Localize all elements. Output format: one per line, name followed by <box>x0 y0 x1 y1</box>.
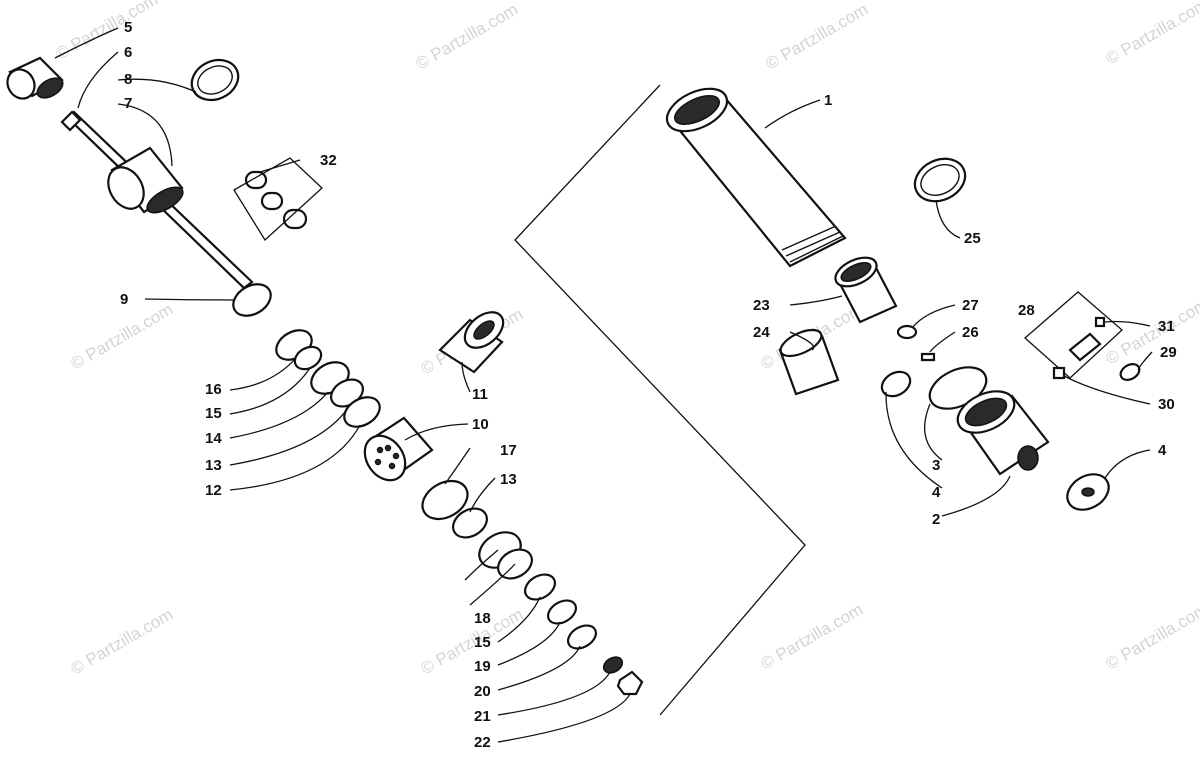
callout-22: 22 <box>474 734 491 751</box>
callout-29: 29 <box>1160 344 1177 361</box>
valve-washer-stack <box>275 329 381 428</box>
callout-4: 4 <box>932 484 941 501</box>
callout-2: 2 <box>932 511 940 528</box>
callout-17: 17 <box>500 442 517 459</box>
watermark: © Partzilla.com <box>1103 0 1200 68</box>
callout-15: 15 <box>205 405 222 422</box>
callout-15: 15 <box>474 634 491 651</box>
callout-12: 12 <box>205 482 222 499</box>
callout-7: 7 <box>124 95 132 112</box>
watermark: © Partzilla.com <box>758 600 867 674</box>
part-5-eye-cap <box>6 56 64 100</box>
callout-3: 3 <box>932 457 940 474</box>
watermark: © Partzilla.com <box>418 605 527 679</box>
callout-21: 21 <box>474 708 491 725</box>
callout-1: 1 <box>824 92 832 109</box>
part-8-o-ring <box>190 58 240 102</box>
callout-8: 8 <box>124 71 132 88</box>
callout-16: 16 <box>205 381 222 398</box>
callout-6: 6 <box>124 44 132 61</box>
shaft-assembly <box>6 56 323 317</box>
callout-32: 32 <box>320 152 337 169</box>
assembly-bracket <box>514 84 806 716</box>
part-10-piston <box>363 416 434 482</box>
callout-9: 9 <box>120 291 128 308</box>
callout-19: 19 <box>474 658 491 675</box>
part-32-bushings <box>233 157 323 242</box>
callout-25: 25 <box>964 230 981 247</box>
watermark: © Partzilla.com <box>1103 295 1200 369</box>
part-7-rod-guide <box>107 146 184 214</box>
callout-14: 14 <box>205 430 222 447</box>
callout-31: 31 <box>1158 318 1175 335</box>
callout-5: 5 <box>124 19 132 36</box>
part-9-washer <box>232 283 272 317</box>
callout-labels: 1 2 3 4 4 5 6 7 8 9 10 11 12 13 13 14 15… <box>120 19 1177 751</box>
part-28-air-valve-assembly <box>1024 291 1141 381</box>
watermark: © Partzilla.com <box>68 605 177 679</box>
watermark: © Partzilla.com <box>1103 600 1200 674</box>
callout-24: 24 <box>753 324 770 341</box>
callout-4: 4 <box>1158 442 1167 459</box>
callout-27: 27 <box>962 297 979 314</box>
part-25-o-ring <box>913 157 967 203</box>
callout-10: 10 <box>472 416 489 433</box>
callout-13: 13 <box>205 457 222 474</box>
callout-18: 18 <box>474 610 491 627</box>
part-24-split-ring <box>778 328 840 396</box>
part-23-bearing <box>834 256 898 324</box>
watermark: © Partzilla.com <box>413 0 522 73</box>
watermark: © Partzilla.com <box>53 0 162 63</box>
callout-23: 23 <box>753 297 770 314</box>
part-1-cylinder-tube <box>665 87 847 268</box>
callout-20: 20 <box>474 683 491 700</box>
leader-lines <box>54 27 1153 743</box>
callout-11: 11 <box>472 386 488 403</box>
part-2-reservoir-body <box>956 390 1050 476</box>
part-26-screw <box>920 352 936 362</box>
part-22-nut <box>616 670 644 696</box>
callout-30: 30 <box>1158 396 1175 413</box>
watermarks: © Partzilla.com © Partzilla.com © Partzi… <box>53 0 1200 678</box>
part-4-washer <box>880 370 912 398</box>
part-27-washer <box>896 324 918 340</box>
watermark: © Partzilla.com <box>763 0 872 73</box>
part-11-piston-ring <box>438 311 505 374</box>
callout-28: 28 <box>1018 302 1035 319</box>
callout-13: 13 <box>500 471 517 488</box>
callout-26: 26 <box>962 324 979 341</box>
watermark: © Partzilla.com <box>68 300 177 374</box>
